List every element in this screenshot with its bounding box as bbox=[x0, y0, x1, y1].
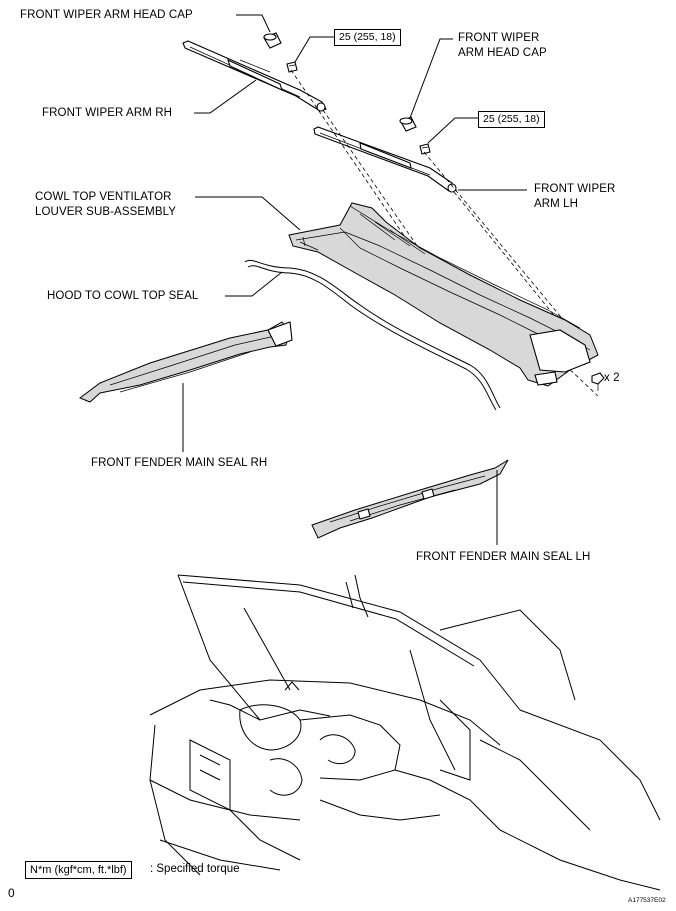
figure-id: A177537E02 bbox=[628, 897, 666, 904]
label-clip-quantity: x 2 bbox=[604, 372, 620, 384]
label-front-wiper-arm-rh: FRONT WIPER ARM RH bbox=[42, 107, 173, 119]
label-cowl-top-ventilator-louver: COWL TOP VENTILATOR LOUVER SUB-ASSEMBLY bbox=[35, 191, 177, 218]
hood-to-cowl-top-seal bbox=[244, 259, 501, 411]
nut-rh bbox=[286, 61, 298, 73]
leader-lines bbox=[182, 14, 527, 545]
label-front-fender-main-seal-lh: FRONT FENDER MAIN SEAL LH bbox=[416, 551, 591, 563]
nut-lh bbox=[419, 143, 431, 155]
torque-callout-lh: 25 (255, 18) bbox=[478, 111, 545, 128]
front-wiper-arm-rh bbox=[182, 40, 327, 112]
legend-description: : Specified torque bbox=[150, 863, 240, 875]
legend-torque-unit-box: N*m (kgf*cm, ft.*lbf) bbox=[25, 861, 132, 879]
engine-compartment-illustration bbox=[149, 574, 661, 891]
front-fender-main-seal-lh bbox=[311, 459, 509, 539]
label-front-fender-main-seal-rh: FRONT FENDER MAIN SEAL RH bbox=[91, 457, 268, 469]
page-mark: 0 bbox=[8, 886, 15, 900]
label-hood-to-cowl-top-seal: HOOD TO COWL TOP SEAL bbox=[47, 290, 199, 302]
label-front-wiper-arm-head-cap-lh: FRONT WIPER ARM HEAD CAP bbox=[458, 32, 547, 59]
label-front-wiper-arm-head-cap-rh: FRONT WIPER ARM HEAD CAP bbox=[20, 9, 193, 21]
torque-callout-rh: 25 (255, 18) bbox=[334, 29, 401, 46]
front-wiper-arm-head-cap-rh bbox=[263, 32, 282, 49]
front-fender-main-seal-rh bbox=[78, 321, 293, 403]
clip bbox=[591, 372, 605, 391]
cowl-top-ventilator-louver bbox=[288, 202, 599, 387]
label-front-wiper-arm-lh: FRONT WIPER ARM LH bbox=[534, 183, 616, 210]
front-wiper-arm-head-cap-lh bbox=[399, 116, 417, 132]
